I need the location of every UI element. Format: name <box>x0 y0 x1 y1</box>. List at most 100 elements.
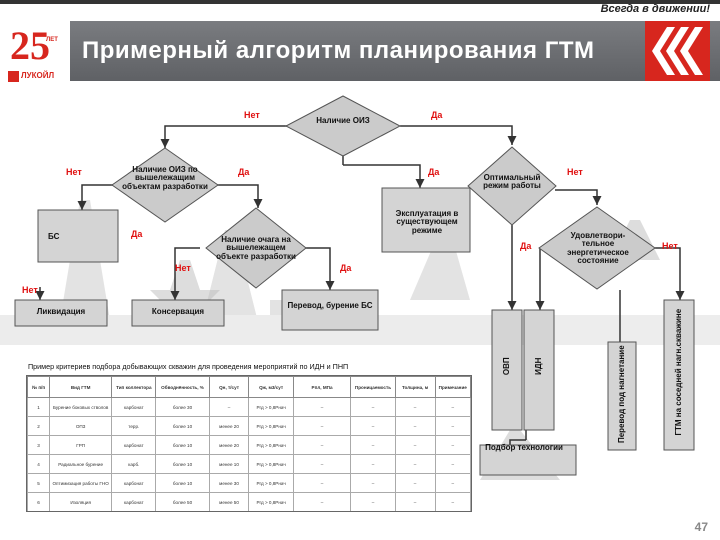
table-cell: – <box>292 435 352 455</box>
table-cell: 1 <box>27 397 51 417</box>
yes-marker-5: Да <box>340 263 352 273</box>
top-bar <box>0 0 720 4</box>
decision-fire-above <box>205 207 307 289</box>
table-cell: Ргд > 0,8Рнач <box>248 473 294 493</box>
logo-block: 25 ЛЕТ ЛУКОЙЛ <box>0 20 70 85</box>
table-header-cell: Вид ГТМ <box>49 376 113 398</box>
table-cell: более 10 <box>155 435 210 455</box>
table-cell: Изоляция <box>49 492 113 511</box>
label-transfer-injection: Перевод под нагнетание <box>616 345 626 444</box>
table-cell: более 10 <box>155 454 210 474</box>
table-cell: более 30 <box>155 397 210 417</box>
table-cell: карбонат <box>111 397 157 417</box>
no-marker-2: Нет <box>66 167 82 177</box>
label-optimal-mode: Оптимальный режим работы <box>483 173 541 191</box>
table-cell: Ргд > 0,8Рнач <box>248 492 294 511</box>
table-cell: карб. <box>111 454 157 474</box>
box-idn <box>523 309 555 431</box>
table-cell: менее 20 <box>208 416 250 436</box>
no-marker-3: Нет <box>567 167 583 177</box>
chevrons-logo <box>645 21 710 81</box>
page-title: Примерный алгоритм планирования ГТМ <box>82 37 595 64</box>
label-fire-above: Наличие очага на вышележащем объекте раз… <box>216 235 296 261</box>
table-cell: – <box>434 416 471 436</box>
label-satisfactory: Удовлетвори-тельное энергетическое состо… <box>567 231 629 266</box>
table-cell: – <box>350 473 396 493</box>
box-bs <box>37 209 119 263</box>
table-cell: более 50 <box>155 492 210 511</box>
decision-ovz-presence <box>284 95 402 157</box>
box-transfer-bs <box>281 289 379 331</box>
table-cell: Радиальное бурение <box>49 454 113 474</box>
table-cell: – <box>434 473 471 493</box>
table-header-cell: Проницаемость <box>350 376 396 398</box>
table-cell: – <box>434 435 471 455</box>
decision-optimal-mode <box>467 146 557 226</box>
label-ovz-presence: Наличие ОИЗ <box>316 116 370 125</box>
table-cell: – <box>394 473 436 493</box>
logo-company: ЛУКОЙЛ <box>21 71 55 80</box>
decision-ovz-above <box>111 147 219 223</box>
yes-marker-4: Да <box>131 229 143 239</box>
box-transfer-injection <box>607 341 637 451</box>
table-cell: 3 <box>27 435 51 455</box>
label-conservation: Консервация <box>151 307 205 316</box>
table-cell: – <box>434 397 471 417</box>
table-cell: Ргд > 0,8Рнач <box>248 416 294 436</box>
box-liquidation <box>14 299 108 327</box>
yes-marker-6: Да <box>520 241 532 251</box>
label-idn: ИДН <box>533 357 543 375</box>
table-cell: – <box>292 397 352 417</box>
table-header-cell: Тип коллектора <box>111 376 157 398</box>
table-cell: – <box>350 435 396 455</box>
table-cell: более 10 <box>155 473 210 493</box>
box-ovp <box>491 309 523 431</box>
table-cell: Ргд > 0,8Рнач <box>248 435 294 455</box>
table-cell: – <box>434 492 471 511</box>
table-cell: – <box>292 416 352 436</box>
label-liquidation: Ликвидация <box>36 307 86 316</box>
box-tech-selection <box>479 444 577 476</box>
table-cell: менее 50 <box>208 492 250 511</box>
table-cell: – <box>394 454 436 474</box>
motto: Всегда в движении! <box>600 3 710 15</box>
no-marker-1: Нет <box>244 110 260 120</box>
chevrons-icon <box>652 27 703 75</box>
table-cell: карбонат <box>111 435 157 455</box>
table-cell: – <box>350 416 396 436</box>
title-banner <box>70 21 720 81</box>
table-cell: – <box>434 454 471 474</box>
table-header-cell: Qж, м3/сут <box>248 376 294 398</box>
label-transfer-bs: Перевод, бурение БС <box>287 301 373 310</box>
table-cell: 5 <box>27 473 51 493</box>
box-exploitation <box>381 187 471 253</box>
no-marker-4: Нет <box>175 263 191 273</box>
label-ovp: ОВП <box>501 357 511 376</box>
table-header-cell: Примечание <box>434 376 471 398</box>
table-cell: – <box>350 492 396 511</box>
table-cell: более 10 <box>155 416 210 436</box>
table-cell: – <box>394 492 436 511</box>
table-header-cell: Толщина, м <box>394 376 436 398</box>
table-caption: Пример критериев подбора добывающих сква… <box>28 362 349 371</box>
table-cell: 4 <box>27 454 51 474</box>
table-cell: – <box>350 454 396 474</box>
logo-number: 25 <box>10 23 50 68</box>
decision-satisfactory <box>538 206 656 290</box>
table-cell: – <box>350 397 396 417</box>
table-cell: ГРП <box>49 435 113 455</box>
table-cell: – <box>394 435 436 455</box>
table-cell: терр. <box>111 416 157 436</box>
table-cell: менее 30 <box>208 473 250 493</box>
table-header-cell: № п/п <box>27 376 51 398</box>
table-header-cell: Qн, т/сут <box>208 376 250 398</box>
table-cell: ОПЗ <box>49 416 113 436</box>
table-cell: карбонат <box>111 492 157 511</box>
yes-marker-1: Да <box>431 110 443 120</box>
table-header-cell: Рпл, МПа <box>292 376 352 398</box>
